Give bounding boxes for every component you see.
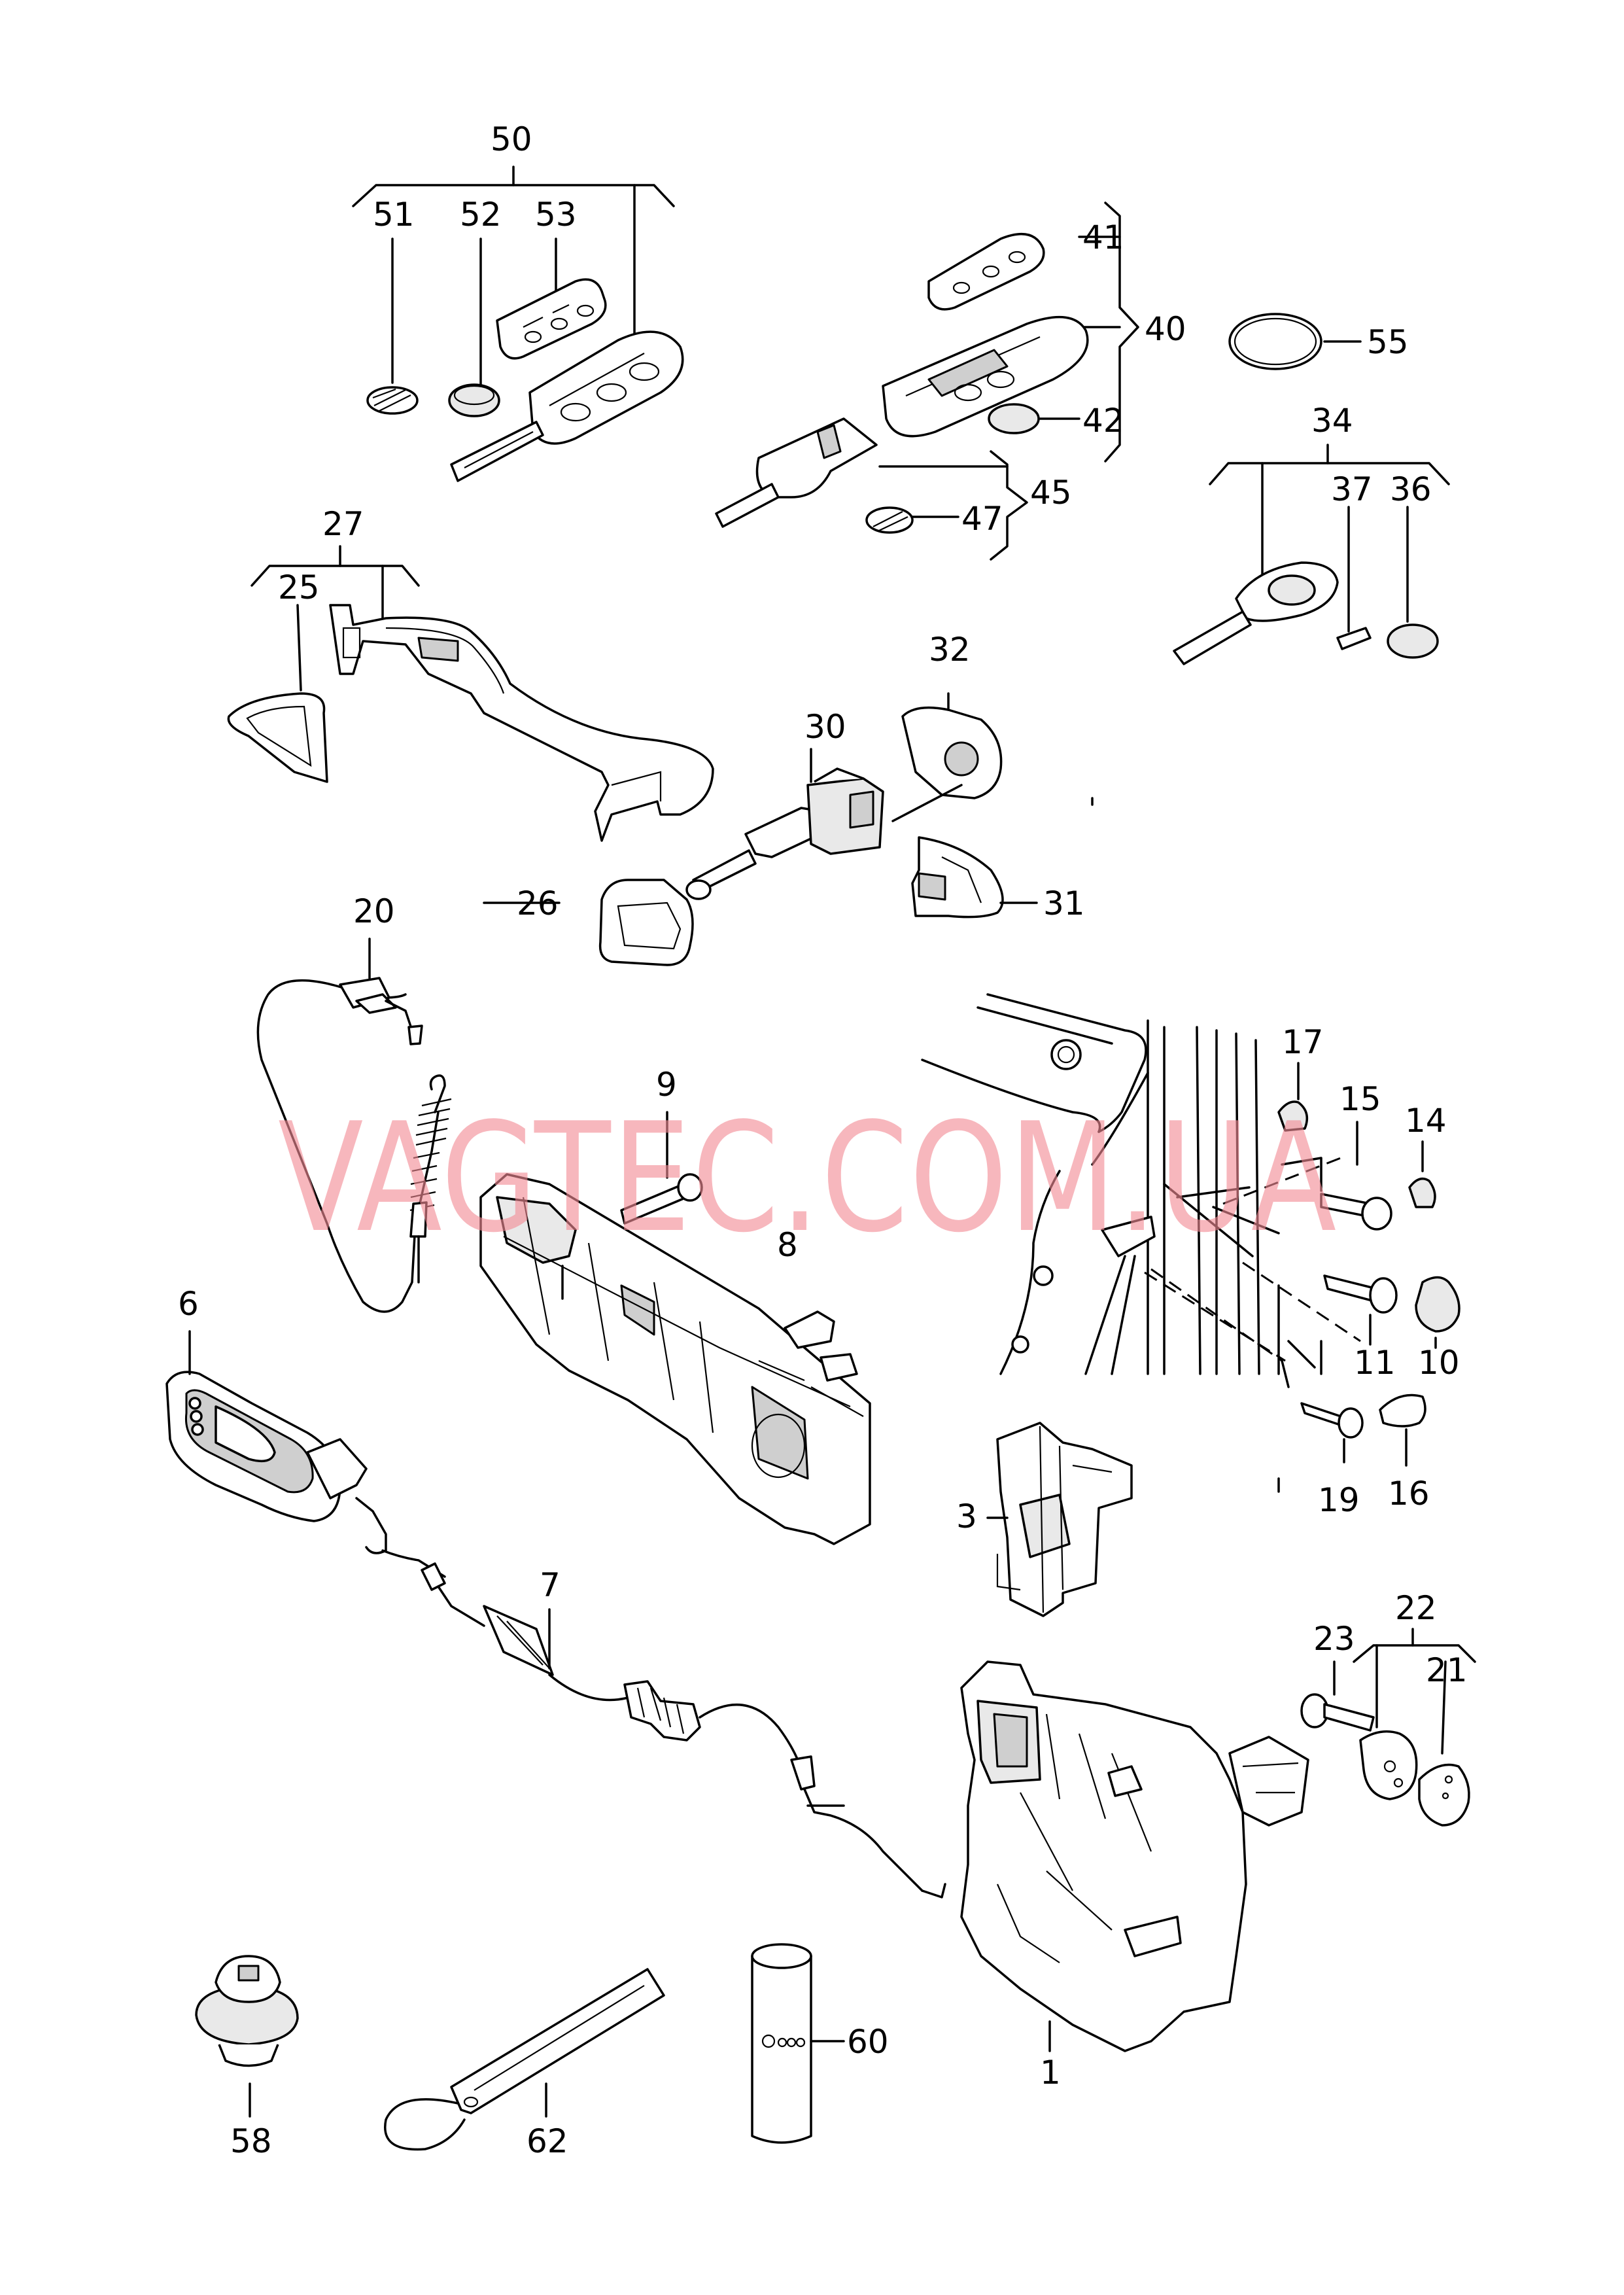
bracket-50 <box>352 166 675 387</box>
part-55-o-ring <box>1228 313 1362 370</box>
bracket-22 <box>1353 1628 1476 1755</box>
label-62: 62 <box>527 2122 568 2160</box>
bracket-34 <box>1209 444 1450 633</box>
label-14: 14 <box>1405 1102 1447 1140</box>
label-41: 41 <box>1082 219 1124 256</box>
label-11: 11 <box>1354 1344 1396 1382</box>
part-40-remote-housing <box>882 315 1089 438</box>
part-17-cap <box>1277 1062 1309 1132</box>
part-58-lock-cap <box>195 1955 299 2118</box>
door-pillar-section <box>921 993 1361 1388</box>
label-36: 36 <box>1390 470 1432 508</box>
label-30: 30 <box>804 708 846 746</box>
watermark: VAGTEC.COM.UA <box>278 1091 1338 1266</box>
label-6: 6 <box>178 1285 199 1323</box>
label-40: 40 <box>1145 310 1186 348</box>
label-7: 7 <box>540 1566 561 1604</box>
bracket-27 <box>251 545 420 692</box>
label-19: 19 <box>1318 1481 1360 1519</box>
label-53: 53 <box>535 196 577 234</box>
part-36-cap <box>1387 623 1439 659</box>
label-45: 45 <box>1030 474 1072 512</box>
part-62-tag <box>384 1968 665 2151</box>
part-14-cap <box>1408 1140 1436 1208</box>
part-19-bolt <box>1300 1402 1364 1463</box>
part-60-canister <box>751 1943 845 2144</box>
part-25-gasket <box>227 692 328 783</box>
part-41-key-pad <box>927 233 1045 311</box>
part-45-key-head <box>715 417 878 528</box>
part-21-plate <box>1418 1763 1470 1827</box>
part-9-bolt <box>620 1111 703 1225</box>
label-23: 23 <box>1313 1620 1355 1658</box>
part-15-screw <box>1320 1121 1392 1231</box>
part-22-striker <box>1359 1730 1418 1800</box>
label-58: 58 <box>230 2122 272 2160</box>
label-37: 37 <box>1331 470 1373 508</box>
label-51: 51 <box>373 196 415 234</box>
part-47-battery <box>865 506 914 534</box>
label-50: 50 <box>491 120 532 158</box>
label-31: 31 <box>1043 885 1085 922</box>
label-21: 21 <box>1426 1651 1468 1689</box>
label-20: 20 <box>353 892 395 930</box>
callout-labels: 50 51 52 53 41 40 55 42 34 45 37 36 47 2… <box>178 120 1468 2160</box>
part-50-flip-key <box>450 330 684 482</box>
label-26: 26 <box>517 885 559 922</box>
part-30-lock-cylinder <box>685 767 963 900</box>
bracket-45 <box>878 450 1028 561</box>
label-32: 32 <box>929 631 971 669</box>
part-11-screw <box>1323 1274 1398 1346</box>
part-27-outer-handle <box>329 604 714 842</box>
part-53-key-pad <box>496 278 607 360</box>
part-3-bracket <box>996 1422 1133 1617</box>
label-25: 25 <box>278 569 320 606</box>
part-1-door-lock <box>960 1660 1309 2052</box>
label-60: 60 <box>847 2023 889 2061</box>
part-37-pin <box>1336 627 1372 650</box>
part-16-cap <box>1379 1393 1426 1467</box>
part-20-cable <box>256 977 452 1313</box>
part-52-battery <box>448 383 500 417</box>
part-42-battery <box>988 403 1040 434</box>
label-27: 27 <box>322 505 364 543</box>
label-9: 9 <box>656 1066 677 1104</box>
part-10-cap <box>1415 1276 1460 1349</box>
part-31-cap <box>911 836 1004 919</box>
label-8: 8 <box>777 1226 798 1264</box>
label-10: 10 <box>1418 1344 1460 1382</box>
label-17: 17 <box>1282 1023 1324 1061</box>
part-26-gasket <box>598 879 694 966</box>
part-51-battery <box>366 386 419 415</box>
label-55: 55 <box>1367 323 1409 361</box>
label-1: 1 <box>1040 2054 1061 2092</box>
part-32-cover <box>901 706 1003 799</box>
label-15: 15 <box>1339 1080 1381 1118</box>
label-52: 52 <box>460 196 502 234</box>
part-34-key <box>1173 561 1339 665</box>
leader-lines <box>188 692 1280 1670</box>
part-6-inner-handle <box>165 1371 387 1554</box>
label-34: 34 <box>1311 402 1353 440</box>
part-7-cable <box>381 1549 946 1899</box>
part-23-screw <box>1300 1660 1375 1732</box>
label-3: 3 <box>956 1498 977 1535</box>
label-22: 22 <box>1395 1589 1437 1627</box>
part-8-handle-carrier <box>479 1173 871 1545</box>
label-16: 16 <box>1388 1475 1430 1513</box>
label-42: 42 <box>1082 402 1124 440</box>
label-47: 47 <box>961 500 1003 538</box>
